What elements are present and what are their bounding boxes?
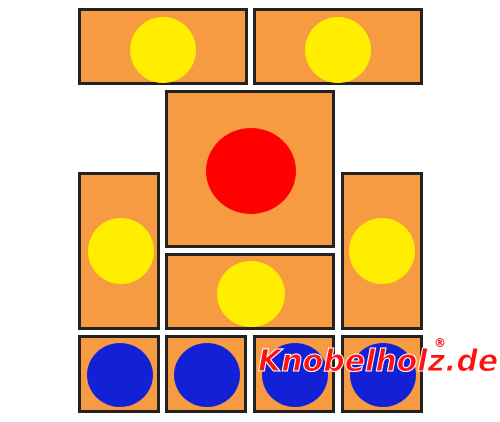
watermark-text: Knobelholz.de [257, 344, 499, 379]
horizontal-block-top-right[interactable] [253, 8, 423, 85]
vertical-block-left[interactable] [78, 172, 160, 330]
yellow-disc [305, 17, 371, 83]
yellow-disc [130, 17, 196, 83]
yellow-disc [349, 218, 415, 284]
small-block-4[interactable] [341, 335, 423, 413]
small-block-1[interactable] [78, 335, 160, 413]
blue-disc [350, 343, 416, 407]
registered-mark: ® [434, 336, 446, 350]
blue-disc [262, 343, 328, 407]
horizontal-block-middle[interactable] [165, 253, 335, 330]
small-block-2[interactable] [165, 335, 247, 413]
watermark-logo: Knobelholz.de ® [257, 337, 499, 379]
vertical-block-right[interactable] [341, 172, 423, 330]
blue-disc [174, 343, 240, 407]
horizontal-block-top-left[interactable] [78, 8, 248, 85]
red-disc [206, 128, 296, 214]
large-square-block[interactable] [165, 90, 335, 248]
yellow-disc [88, 218, 154, 284]
blue-disc [87, 343, 153, 407]
small-block-3[interactable] [253, 335, 335, 413]
yellow-disc [217, 261, 285, 327]
